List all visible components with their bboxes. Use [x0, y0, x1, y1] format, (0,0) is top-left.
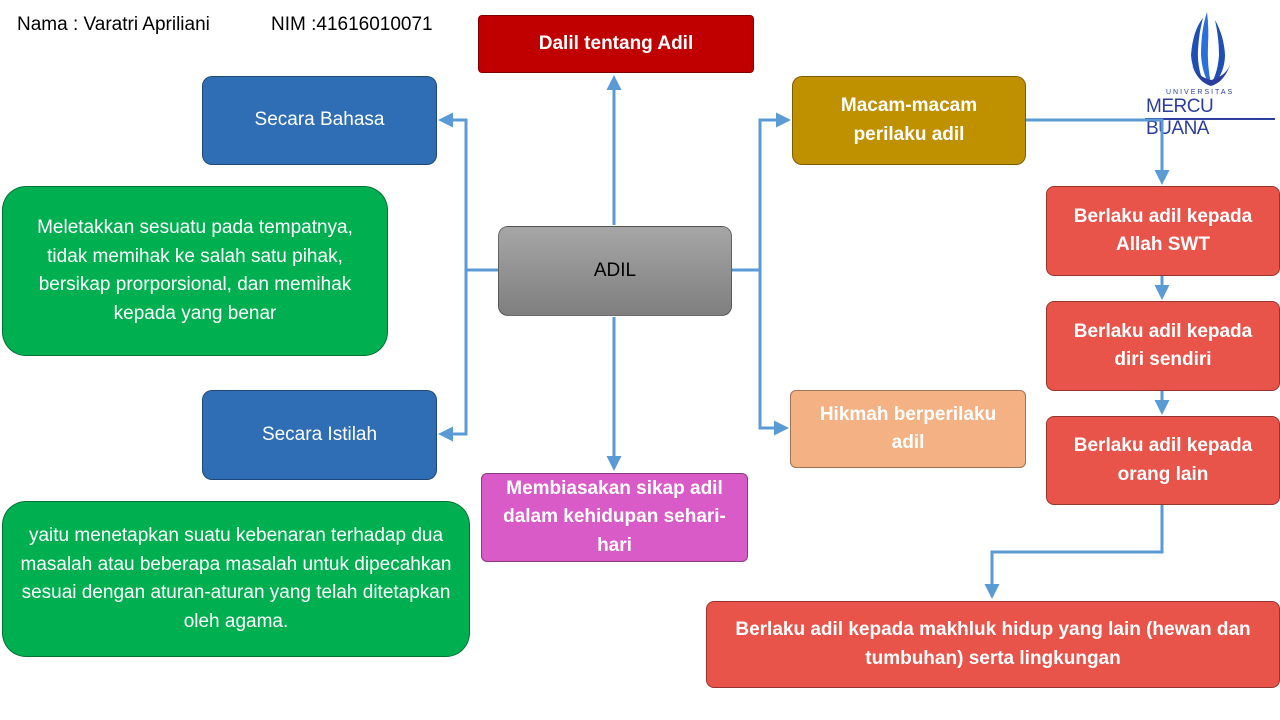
connector-to-hikmah	[758, 270, 789, 436]
center-node-adil: ADIL	[498, 226, 732, 316]
connector-to-macam	[732, 112, 791, 272]
connector-to-secara-istilah	[438, 270, 468, 442]
istilah-definition-node: yaitu menetapkan suatu kebenaran terhada…	[2, 501, 470, 657]
hikmah-node: Hikmah berperilaku adil	[790, 390, 1026, 468]
student-nim: NIM :41616010071	[271, 14, 433, 35]
secara-bahasa-node: Secara Bahasa	[202, 76, 437, 165]
dalil-node: Dalil tentang Adil	[478, 15, 754, 73]
logo-small-text: UNIVERSITAS	[1166, 89, 1235, 96]
diri-sendiri-node: Berlaku adil kepada diri sendiri	[1046, 301, 1280, 391]
secara-istilah-node: Secara Istilah	[202, 390, 437, 480]
allah-node: Berlaku adil kepada Allah SWT	[1046, 186, 1280, 276]
macam-node: Macam-macam perilaku adil	[792, 76, 1026, 165]
connector-to-secara-bahasa	[438, 112, 498, 272]
makhluk-node: Berlaku adil kepada makhluk hidup yang l…	[706, 601, 1280, 688]
bahasa-definition-node: Meletakkan sesuatu pada tempatnya, tidak…	[2, 186, 388, 356]
connector-to-allah	[1026, 118, 1170, 185]
student-name: Nama : Varatri Apriliani	[17, 14, 210, 35]
connector-to-makhluk	[984, 505, 1164, 599]
mercu-buana-logo	[1145, 12, 1275, 120]
membiasakan-node: Membiasakan sikap adil dalam kehidupan s…	[481, 473, 748, 562]
orang-lain-node: Berlaku adil kepada orang lain	[1046, 416, 1280, 505]
